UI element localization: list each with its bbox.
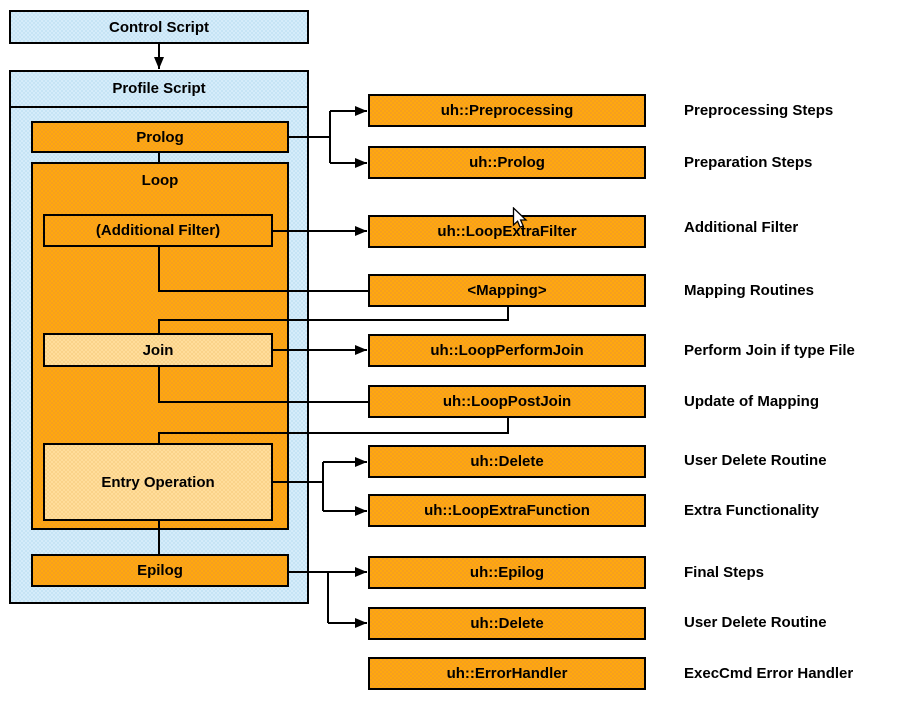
handler-label: uh::Prolog [469,154,545,171]
handler-description-looppostjoin: Update of Mapping [684,393,819,410]
handler-label: uh::ErrorHandler [446,665,568,682]
handler-description-loopextrafunction: Extra Functionality [684,502,820,519]
handler-box-prolog: uh::Prolog [368,146,646,179]
handler-description-loopextrafilter: Additional Filter [684,219,799,236]
prolog-box: Prolog [31,121,289,153]
handler-box-mapping: <Mapping> [368,274,646,307]
control-script-label: Control Script [109,18,209,36]
handler-box-delete-1: uh::Delete [368,445,646,478]
additional-filter-label: (Additional Filter) [95,222,221,239]
entry-operation-box: Entry Operation [43,443,273,521]
profile-script-title: Profile Script [11,72,307,108]
handler-description-delete-2: User Delete Routine [684,614,827,631]
handler-label: uh::Delete [470,453,544,470]
handler-label: uh::Delete [470,615,544,632]
epilog-label: Epilog [137,562,183,579]
prolog-label: Prolog [136,128,184,146]
handler-description-delete-1: User Delete Routine [684,452,827,469]
join-label: Join [142,341,174,359]
handler-description-loopperformjoin: Perform Join if type File [684,342,855,359]
handler-description-epilog: Final Steps [684,564,765,581]
handler-box-delete-2: uh::Delete [368,607,646,640]
handler-box-epilog: uh::Epilog [368,556,646,589]
epilog-box: Epilog [31,554,289,587]
handler-description-preprocessing: Preprocessing Steps [684,102,834,119]
handler-label: uh::LoopExtraFunction [424,502,590,519]
handler-label: uh::LoopPerformJoin [430,342,584,359]
handler-description-errorhandler: ExecCmd Error Handler [684,665,854,682]
entry-operation-label: Entry Operation [101,473,215,491]
handler-label: uh::Epilog [469,564,545,581]
handler-box-preprocessing: uh::Preprocessing [368,94,646,127]
control-script-box: Control Script [9,10,309,44]
handler-description-mapping: Mapping Routines [684,282,814,299]
handler-box-errorhandler: uh::ErrorHandler [368,657,646,690]
handler-label: uh::LoopPostJoin [442,393,572,410]
join-box: Join [43,333,273,367]
handler-box-loopextrafilter: uh::LoopExtraFilter [368,215,646,248]
handler-label: <Mapping> [467,282,547,299]
handler-box-loopperformjoin: uh::LoopPerformJoin [368,334,646,367]
handler-description-prolog: Preparation Steps [684,154,813,171]
handler-label: uh::Preprocessing [440,102,574,119]
handler-box-looppostjoin: uh::LoopPostJoin [368,385,646,418]
handler-label: uh::LoopExtraFilter [437,223,577,240]
additional-filter-box: (Additional Filter) [43,214,273,247]
handler-box-loopextrafunction: uh::LoopExtraFunction [368,494,646,527]
loop-label: Loop [141,172,179,189]
